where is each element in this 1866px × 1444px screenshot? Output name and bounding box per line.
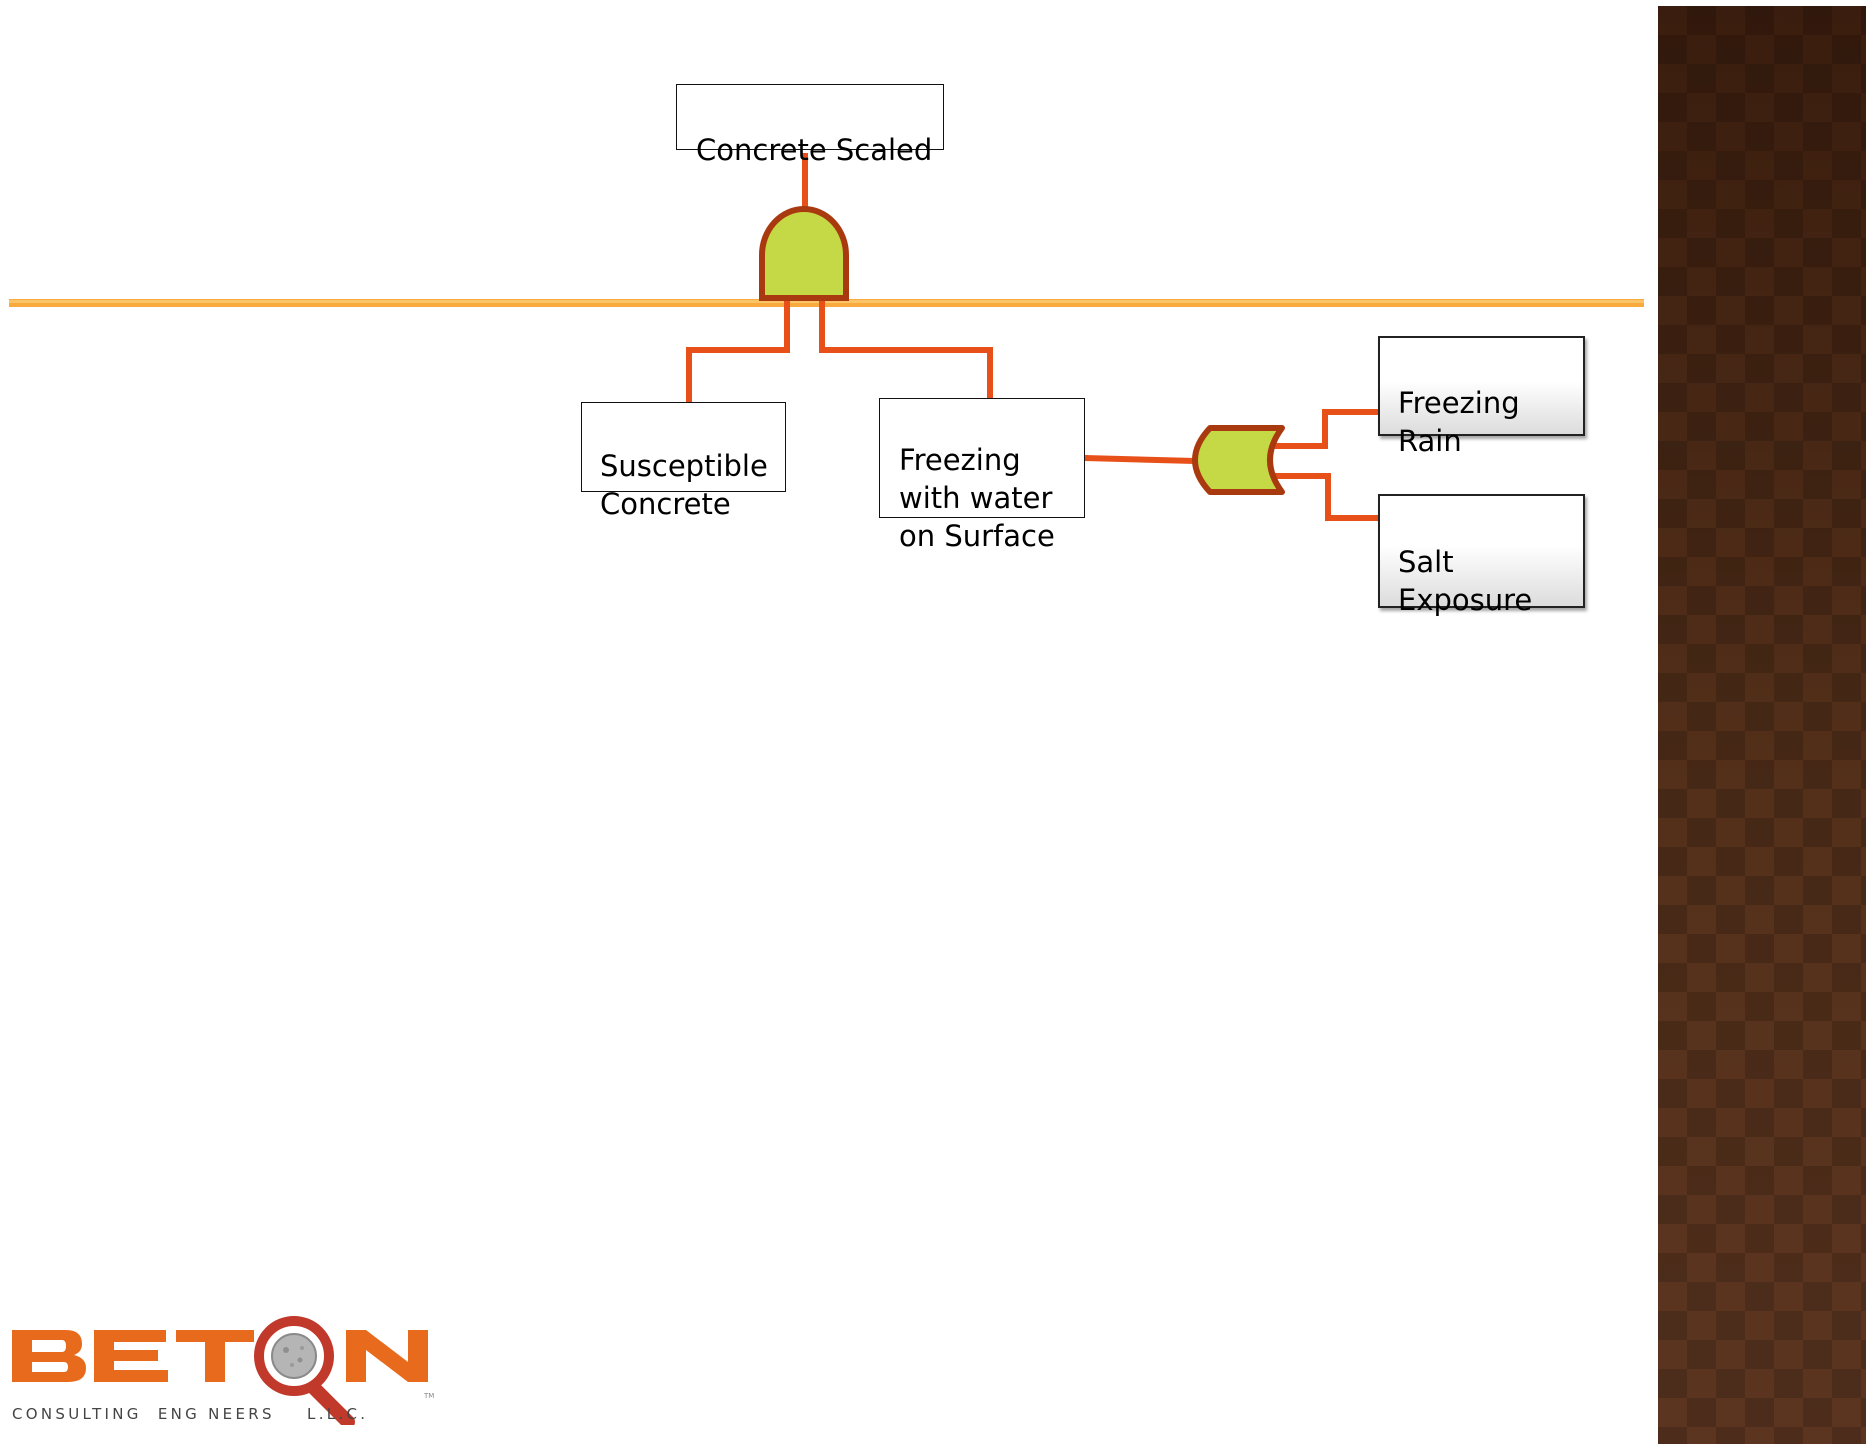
freezing-rain-box: Freezing Rain — [1378, 336, 1585, 458]
top-event-box: Concrete Scaled — [676, 84, 944, 167]
wire-and-to-freezing-water — [819, 300, 993, 398]
logo-wordmark — [12, 1330, 428, 1382]
freezing-rain-label: Freezing Rain — [1398, 386, 1520, 458]
logo-tagline: CONSULTING ENG NEERS L.L.C. — [12, 1405, 369, 1423]
salt-exposure-label: Salt Exposure — [1398, 545, 1533, 617]
wire-or-to-freezing-rain — [1262, 409, 1380, 449]
divider-line-highlight — [9, 300, 1644, 303]
logo-tm: TM — [423, 1392, 434, 1400]
freezing-water-box: Freezing with water on Surface — [879, 398, 1085, 553]
freezing-water-label: Freezing with water on Surface — [899, 443, 1055, 553]
top-event-label: Concrete Scaled — [696, 133, 933, 167]
salt-exposure-box: Salt Exposure — [1378, 494, 1585, 617]
susceptible-concrete-label: Susceptible Concrete — [600, 449, 768, 521]
wire-freezing-water-to-or-gate — [1084, 455, 1196, 464]
wire-or-to-salt — [1262, 473, 1380, 521]
or-gate — [1192, 425, 1285, 495]
decorative-side-band — [1658, 6, 1866, 1444]
wire-and-to-susceptible — [686, 300, 790, 402]
logo-magnifier — [254, 1316, 355, 1425]
beton-logo: TM — [12, 1316, 434, 1425]
susceptible-concrete-box: Susceptible Concrete — [581, 402, 786, 521]
and-gate — [759, 206, 849, 301]
